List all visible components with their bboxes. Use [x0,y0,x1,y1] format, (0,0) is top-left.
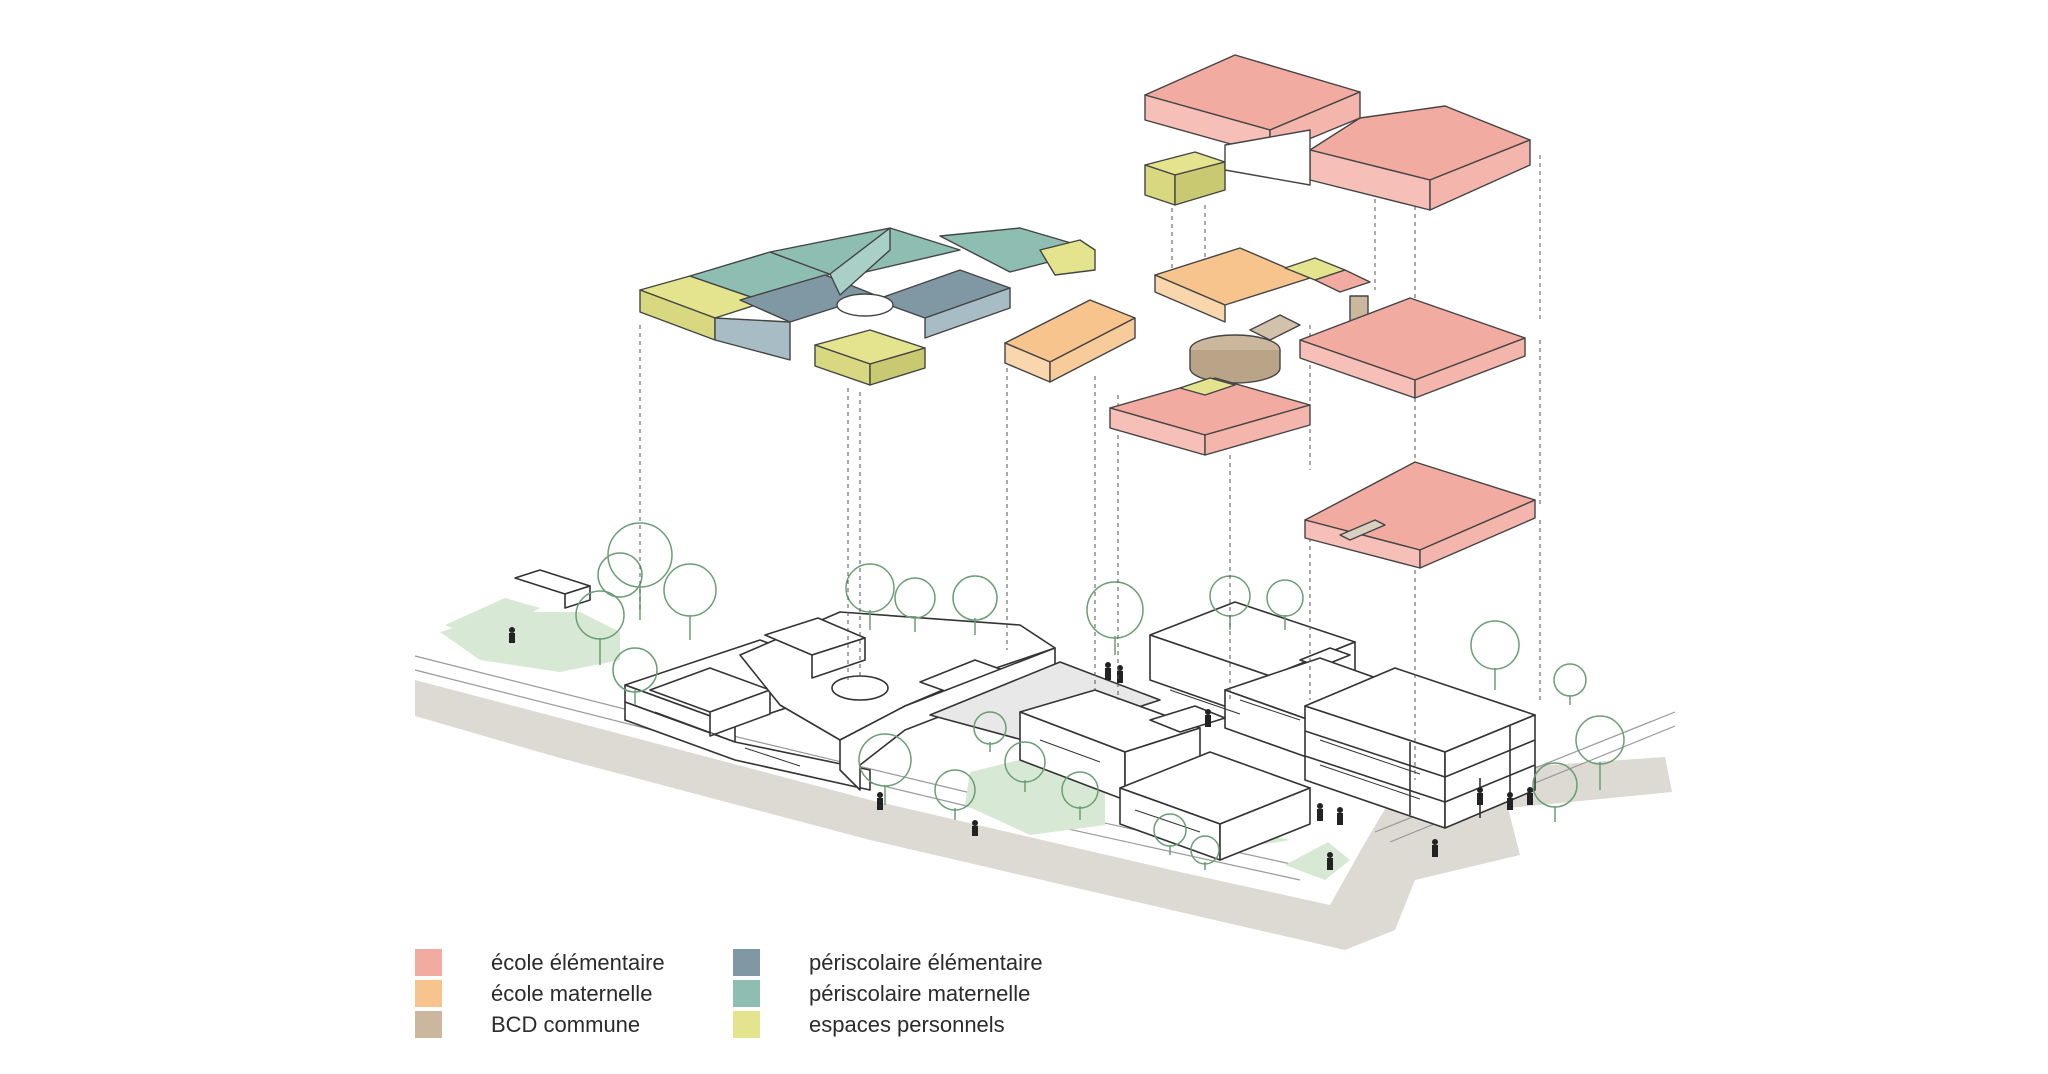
tree [894,577,936,632]
zone-bcd-commune-side [1189,350,1281,384]
layer-maternelle [1004,247,1526,456]
zone-espaces-personnels [1039,239,1096,276]
people [509,627,1533,870]
tree [845,563,895,630]
zone-espaces-personnels-side [1174,161,1226,206]
tree [612,647,658,705]
person-figure [1337,807,1343,825]
zone-periscolaire-maternelle-front [829,227,891,296]
west-wing-box-side [709,689,771,737]
person-figure [1527,787,1533,805]
zone-ecole-elementaire [1314,269,1371,293]
person-figure [509,627,515,643]
road [415,680,1672,950]
person-figure [1432,839,1438,857]
zone-ecole-elementaire-side [1414,337,1526,399]
pavilion-side [564,585,591,609]
person-figure [1327,852,1333,870]
zone-ecole-maternelle-side [1049,317,1136,383]
person-figure [1507,792,1513,810]
layer-periscolaire [639,227,1096,386]
ground-buildings [514,569,1536,861]
tree [1553,663,1587,705]
tree [934,769,976,820]
central-box-side [811,637,866,679]
person-figure [1317,803,1323,821]
tree [1153,813,1187,855]
person-figure [1205,709,1211,727]
tree [663,563,717,640]
tree [1470,620,1520,690]
tree [973,711,1007,752]
south-block-side [1219,787,1311,861]
person-figure [877,792,883,810]
person-figure [972,820,978,836]
zone-periscolaire-elementaire-front [714,317,791,361]
east-block-floor1 [1304,730,1536,778]
layer-elementaire-top [1144,54,1531,211]
person-figure [1477,787,1483,805]
person-figure [1105,662,1111,680]
zone-ecole-maternelle-front [1154,274,1226,323]
tree [858,733,912,805]
tree [952,575,998,635]
zone-periscolaire-elementaire-front [924,287,1011,339]
lawn-northwest [445,598,540,640]
trees [575,522,1625,870]
stair [1249,314,1301,341]
canopy [929,661,1161,743]
lawn-south [1285,842,1350,880]
void-outline [1224,129,1311,186]
exploded-layers [639,54,1536,569]
zone-espaces-personnels [1179,377,1236,396]
zone-ecole-elementaire-side [1429,139,1531,211]
central-patio [831,675,889,701]
tree [1532,762,1578,822]
stair [1339,519,1386,541]
window-strips [654,689,1421,833]
tree [1266,579,1304,630]
tree [1086,581,1144,655]
tree [597,522,673,620]
layer-elementaire-east [1304,461,1536,569]
zone-ecole-elementaire-side [1204,404,1311,456]
tree [1061,771,1099,820]
zone-espaces-personnels-side [869,347,926,386]
tree [1004,741,1046,792]
tree [1575,715,1625,790]
tree [1190,835,1220,870]
tree [575,590,625,665]
zone-ecole-elementaire-side [1419,499,1536,569]
east-block-floor2 [1304,755,1536,803]
central-block-front [839,647,1056,791]
courtyard-opening [836,293,894,317]
west-wing-lower [624,701,871,791]
